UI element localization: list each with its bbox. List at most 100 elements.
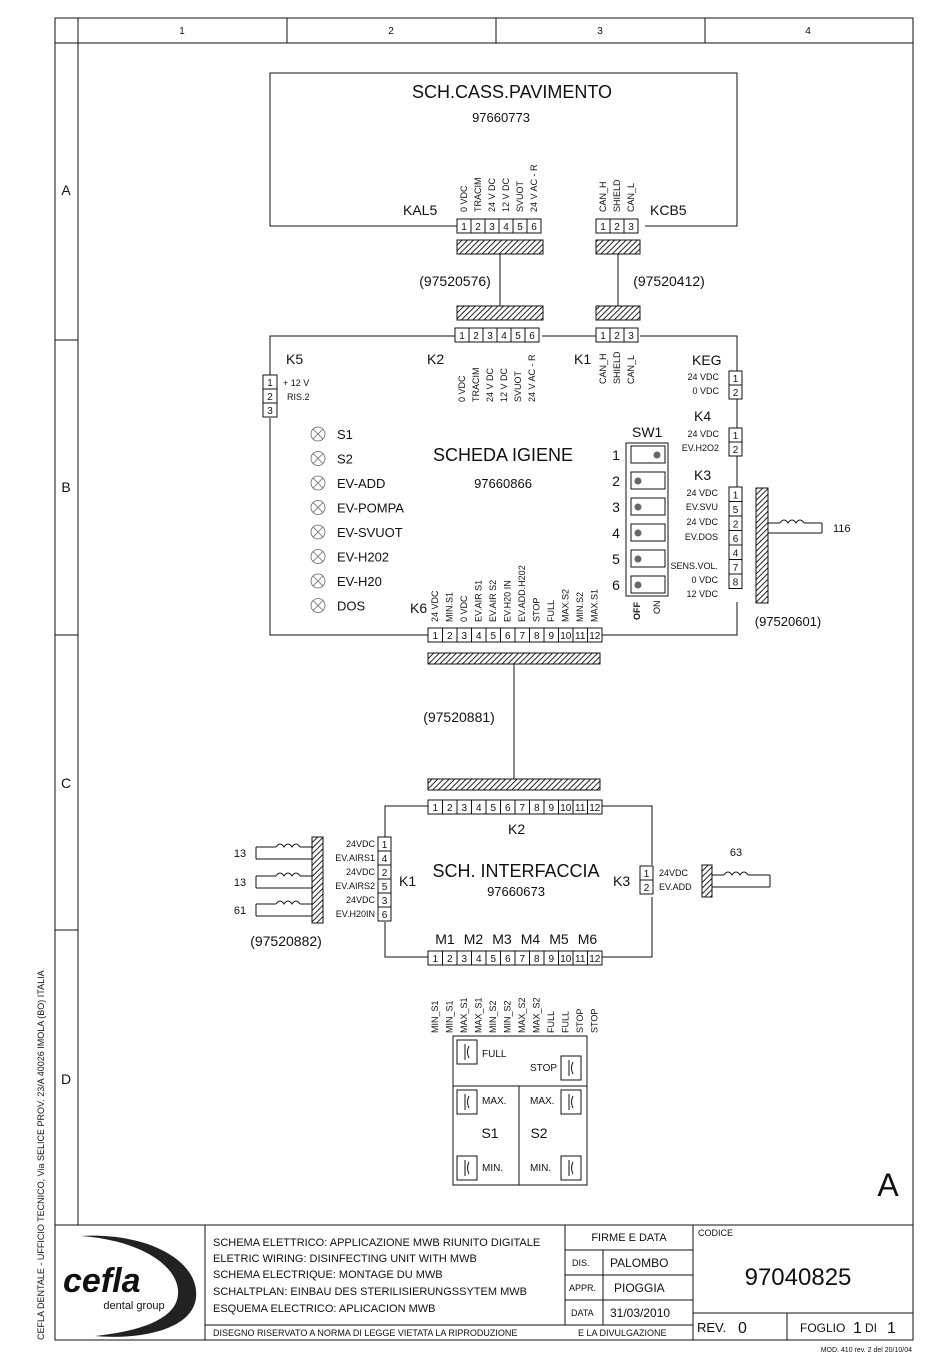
- cable-top-right-code: (97520412): [633, 273, 705, 289]
- k5-pin-number: 1: [267, 378, 273, 389]
- cable-97520601: [755, 487, 823, 604]
- k6-signal: EV.AIR S1: [474, 580, 484, 622]
- k2-main-signal: 24 V DC: [485, 367, 495, 402]
- row-label-d: D: [61, 1071, 71, 1087]
- led-ev-add: EV-ADD: [310, 475, 385, 491]
- cable-97520576: [456, 239, 544, 321]
- kal5-pin-number: 2: [475, 222, 481, 233]
- k6-label: K6: [410, 600, 427, 616]
- coil-icon: [275, 843, 301, 848]
- kal5-pin-number: 1: [461, 222, 467, 233]
- kal5-signal: 24 V AC - R: [529, 164, 539, 212]
- k4-signal-2: EV.H2O2: [682, 443, 719, 453]
- led-label: EV-SVUOT: [337, 525, 403, 540]
- sw1-switch[interactable]: [630, 575, 666, 594]
- m-iface-signal: MIN_S1: [430, 1000, 440, 1033]
- board-main-code: 97660866: [474, 476, 532, 491]
- kal5-pin-number: 5: [517, 222, 523, 233]
- k3-main-signal: 12 VDC: [686, 589, 718, 599]
- column-label-2: 2: [388, 26, 394, 37]
- float-switch-icon: [560, 1155, 582, 1181]
- k2-iface-pin-number: 4: [476, 803, 482, 814]
- kcb5-pin-number: 2: [614, 222, 620, 233]
- coil-icon: [275, 900, 301, 905]
- k2-main-pin-number: 5: [515, 331, 521, 342]
- row-label-b: B: [61, 479, 70, 495]
- k6-signal: FULL: [546, 600, 556, 622]
- led-cross: [312, 600, 324, 611]
- k6-pin-number: 8: [534, 631, 540, 642]
- sw1-switch[interactable]: [630, 471, 666, 490]
- k4-pin-box: [728, 441, 743, 457]
- sw1-knob: [634, 581, 642, 589]
- sensor-stop-label: STOP: [530, 1063, 557, 1074]
- sensor-s2-label: S2: [530, 1125, 547, 1141]
- k4-pin-number: 1: [733, 431, 739, 442]
- k6-signal: MIN.S1: [445, 592, 455, 622]
- k2-iface-pin-number: 11: [575, 803, 586, 814]
- rev-value: 0: [738, 1320, 747, 1337]
- drawing-frame: [54, 17, 914, 1341]
- m-iface-pin-number: 7: [519, 954, 525, 965]
- m-iface-pin-number: 1: [432, 954, 438, 965]
- m-iface-signal: MAX_S2: [532, 997, 542, 1033]
- k6-pin-number: 12: [589, 631, 601, 642]
- m-iface-pin-number: 8: [534, 954, 540, 965]
- kal5-signal: 0 VDC: [459, 185, 469, 212]
- led-ev-svuot: EV-SVUOT: [310, 524, 403, 540]
- k6-pin-box: [587, 627, 603, 643]
- m-iface-signal: STOP: [590, 1009, 600, 1033]
- kal5-pin-number: 6: [531, 222, 537, 233]
- k1-main-pin-box: [623, 327, 639, 343]
- dis-label: DIS.: [572, 1258, 590, 1268]
- mod-note: MOD. 410 rev. 2 del 20/10/04: [821, 1347, 912, 1354]
- sw1-position-number: 2: [612, 473, 620, 489]
- sw1-switch[interactable]: [630, 445, 666, 464]
- coil-icon: [723, 871, 749, 876]
- k6-signal: MIN.S2: [575, 592, 585, 622]
- k6-signal: EV.AIR S2: [488, 580, 498, 622]
- data-value: 31/03/2010: [610, 1306, 670, 1320]
- sw1-switch[interactable]: [630, 549, 666, 568]
- k3-main-signal: EV.SVU: [686, 502, 718, 512]
- k4-label: K4: [694, 408, 711, 424]
- k2-main-signal: 12 V DC: [499, 367, 509, 402]
- float-switch-icon: [456, 1155, 478, 1181]
- title-block: [80, 1225, 913, 1340]
- m-iface-pin-number: 5: [490, 954, 496, 965]
- di-label: DI: [865, 1321, 877, 1335]
- coil-label: 13: [234, 877, 246, 889]
- cable-top-left-code: (97520576): [419, 273, 491, 289]
- k1-iface-signal: 24VDC: [346, 895, 376, 905]
- k3-main-pin-number: 1: [733, 491, 739, 502]
- desc-line-4: SCHALTPLAN: EINBAU DES STERILISIERUNGSSY…: [213, 1286, 527, 1298]
- k6-pin-number: 10: [560, 631, 572, 642]
- kcb5-signal: CAN_H: [598, 181, 608, 212]
- keg-signal-1: 24 VDC: [687, 372, 719, 382]
- led-label: EV-POMPA: [337, 501, 404, 516]
- sw1-switch[interactable]: [630, 497, 666, 516]
- k2-iface-label: K2: [508, 821, 525, 837]
- k6-pin-number: 3: [461, 631, 467, 642]
- board-top-code: 97660773: [472, 110, 530, 125]
- sw1-knob: [634, 555, 642, 563]
- sw1-position-number: 5: [612, 551, 620, 567]
- k1-main-signal: CAN_L: [626, 355, 636, 384]
- k3-iface-signal: EV.ADD: [659, 882, 692, 892]
- k2-iface-pin-number: 9: [548, 803, 554, 814]
- led-label: DOS: [337, 599, 366, 614]
- keg-label: KEG: [692, 352, 722, 368]
- k1-iface-label: K1: [399, 873, 416, 889]
- kal5-signal: TRACIM: [473, 178, 483, 213]
- di-value: 1: [887, 1320, 896, 1337]
- k3-main-pin-number: 6: [733, 534, 739, 545]
- led-cross: [312, 551, 324, 562]
- board-iface-code: 97660673: [487, 884, 545, 899]
- appr-value: PIOGGIA: [614, 1281, 665, 1295]
- sw1-switch[interactable]: [630, 523, 666, 542]
